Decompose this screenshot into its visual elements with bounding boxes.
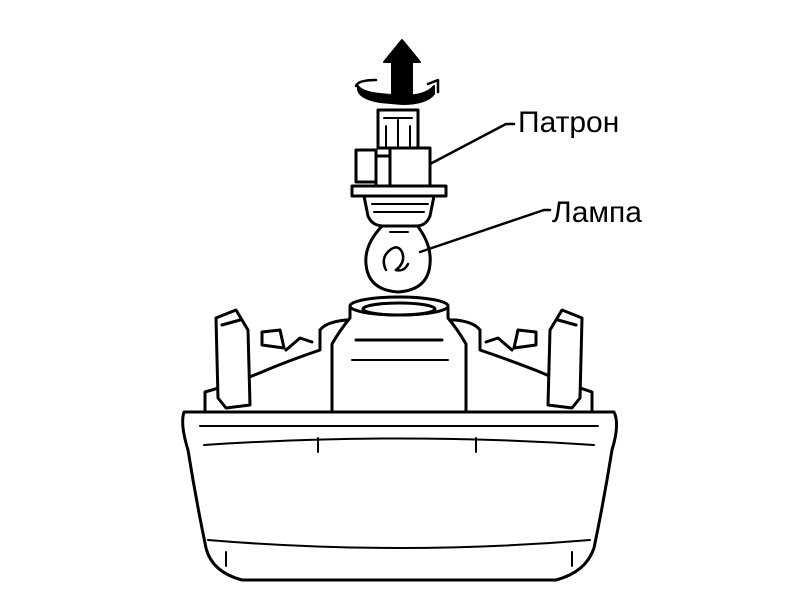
bulb-holder [350, 108, 448, 228]
leader-line-holder [428, 122, 516, 166]
arrow-up-icon [383, 39, 421, 97]
lamp-housing [181, 295, 619, 582]
rotate-arrow-icon [354, 78, 440, 105]
label-holder: Патрон [518, 106, 620, 139]
leader-line-bulb [418, 208, 552, 254]
label-bulb: Лампа [552, 196, 642, 229]
bulb [364, 222, 432, 294]
